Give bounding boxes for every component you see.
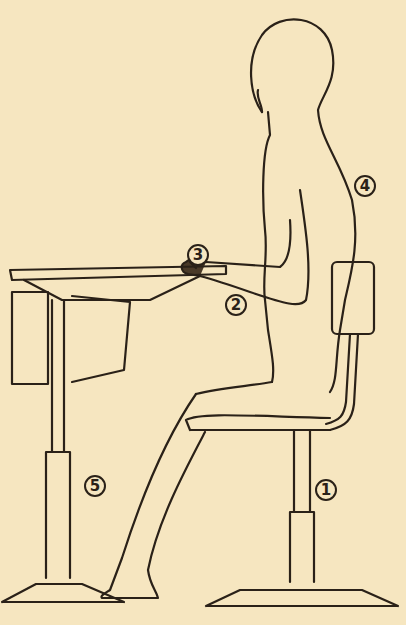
chair-seat (186, 415, 330, 430)
chair-back-post (326, 334, 358, 430)
callout-number: 2 (225, 294, 247, 316)
person-shin (101, 394, 205, 598)
chair-column (290, 430, 314, 582)
chair-base (206, 590, 398, 606)
person-arm (200, 190, 308, 304)
chair-backrest (332, 262, 374, 334)
callout-number: 1 (315, 479, 337, 501)
person-thigh (196, 382, 272, 394)
desk-bag (12, 292, 130, 384)
callout-number: 5 (84, 475, 106, 497)
desk-column (46, 300, 70, 578)
person-front-outline (258, 90, 274, 382)
desk-base (2, 584, 124, 602)
callout-number: 3 (187, 244, 209, 266)
desk-underside (24, 276, 200, 300)
callout-number: 4 (354, 175, 376, 197)
